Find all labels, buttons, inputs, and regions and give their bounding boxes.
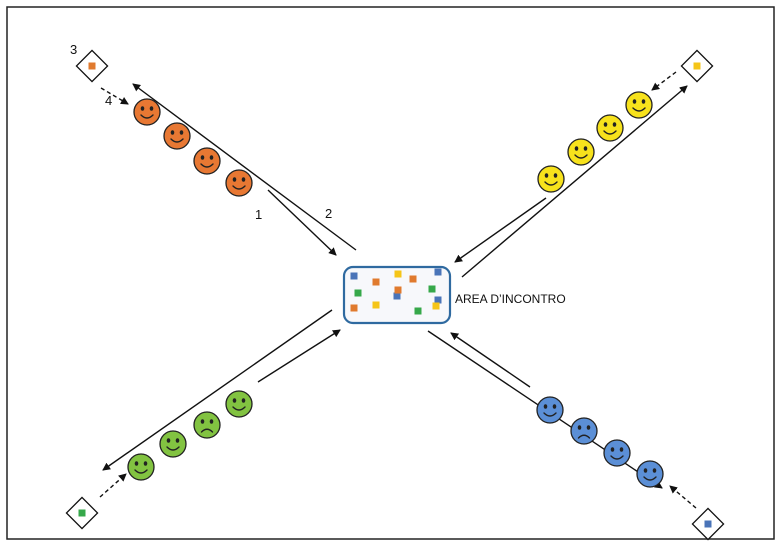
green-outgoing-arrow xyxy=(102,309,333,471)
blue-box-token xyxy=(704,520,712,528)
smiley-face-icon xyxy=(159,430,187,458)
step-number-2: 2 xyxy=(325,206,332,221)
meeting-area-token xyxy=(372,301,380,309)
green-incoming-arrow xyxy=(257,329,341,383)
smiley-face-icon xyxy=(567,138,595,166)
group-green xyxy=(65,390,253,530)
meeting-area-tokens xyxy=(350,268,442,315)
meeting-area xyxy=(342,265,452,325)
meeting-area-token xyxy=(434,268,442,276)
group-orange xyxy=(75,49,253,197)
sad-face-icon xyxy=(193,411,221,439)
smiley-face-icon xyxy=(225,390,253,418)
yellow-incoming-arrow xyxy=(454,197,547,263)
yellow-box-dashed-arrow xyxy=(651,71,677,91)
smiley-face-icon xyxy=(625,91,653,119)
meeting-area-token xyxy=(434,296,442,304)
group-blue xyxy=(536,396,725,541)
yellow-box-token xyxy=(693,62,701,70)
green-box-token xyxy=(78,509,86,517)
smiley-face-icon xyxy=(163,122,191,150)
meeting-area-token xyxy=(350,304,358,312)
meeting-area-token xyxy=(394,270,402,278)
meeting-area-token xyxy=(354,289,362,297)
meeting-area-token xyxy=(394,286,402,294)
orange-incoming-arrow xyxy=(267,189,337,256)
meeting-area-token xyxy=(409,275,417,283)
orange-box-dashed-arrow xyxy=(100,87,129,105)
step-number-4: 4 xyxy=(105,93,112,108)
meeting-area-token xyxy=(393,292,401,300)
blue-collection-box xyxy=(691,507,725,541)
meeting-area-token xyxy=(414,307,422,315)
participant-groups xyxy=(65,49,725,541)
orange-outgoing-arrow xyxy=(132,83,357,251)
meeting-area-token xyxy=(432,302,440,310)
meeting-area-token xyxy=(372,278,380,286)
smiley-face-icon xyxy=(193,147,221,175)
yellow-outgoing-arrow xyxy=(461,85,688,278)
meeting-area-token xyxy=(428,285,436,293)
smiley-face-icon xyxy=(596,114,624,142)
blue-box-dashed-arrow xyxy=(669,485,697,509)
green-collection-box xyxy=(65,496,99,530)
sad-face-icon xyxy=(570,417,598,445)
step-number-3: 3 xyxy=(70,42,77,57)
meeting-area-token xyxy=(350,272,358,280)
smiley-face-icon xyxy=(127,453,155,481)
green-box-dashed-arrow xyxy=(99,473,127,498)
smiley-face-icon xyxy=(636,460,664,488)
meeting-area-label: AREA D’INCONTRO xyxy=(455,292,566,306)
smiley-face-icon xyxy=(536,396,564,424)
blue-incoming-arrow xyxy=(450,332,531,388)
smiley-face-icon xyxy=(603,439,631,467)
smiley-face-icon xyxy=(225,169,253,197)
step-number-1: 1 xyxy=(255,207,262,222)
yellow-collection-box xyxy=(680,49,714,83)
orange-box-token xyxy=(88,62,96,70)
smiley-face-icon xyxy=(537,165,565,193)
group-yellow xyxy=(537,49,714,193)
step-labels: 1 2 3 4 xyxy=(70,42,332,222)
orange-collection-box xyxy=(75,49,109,83)
smiley-face-icon xyxy=(133,98,161,126)
